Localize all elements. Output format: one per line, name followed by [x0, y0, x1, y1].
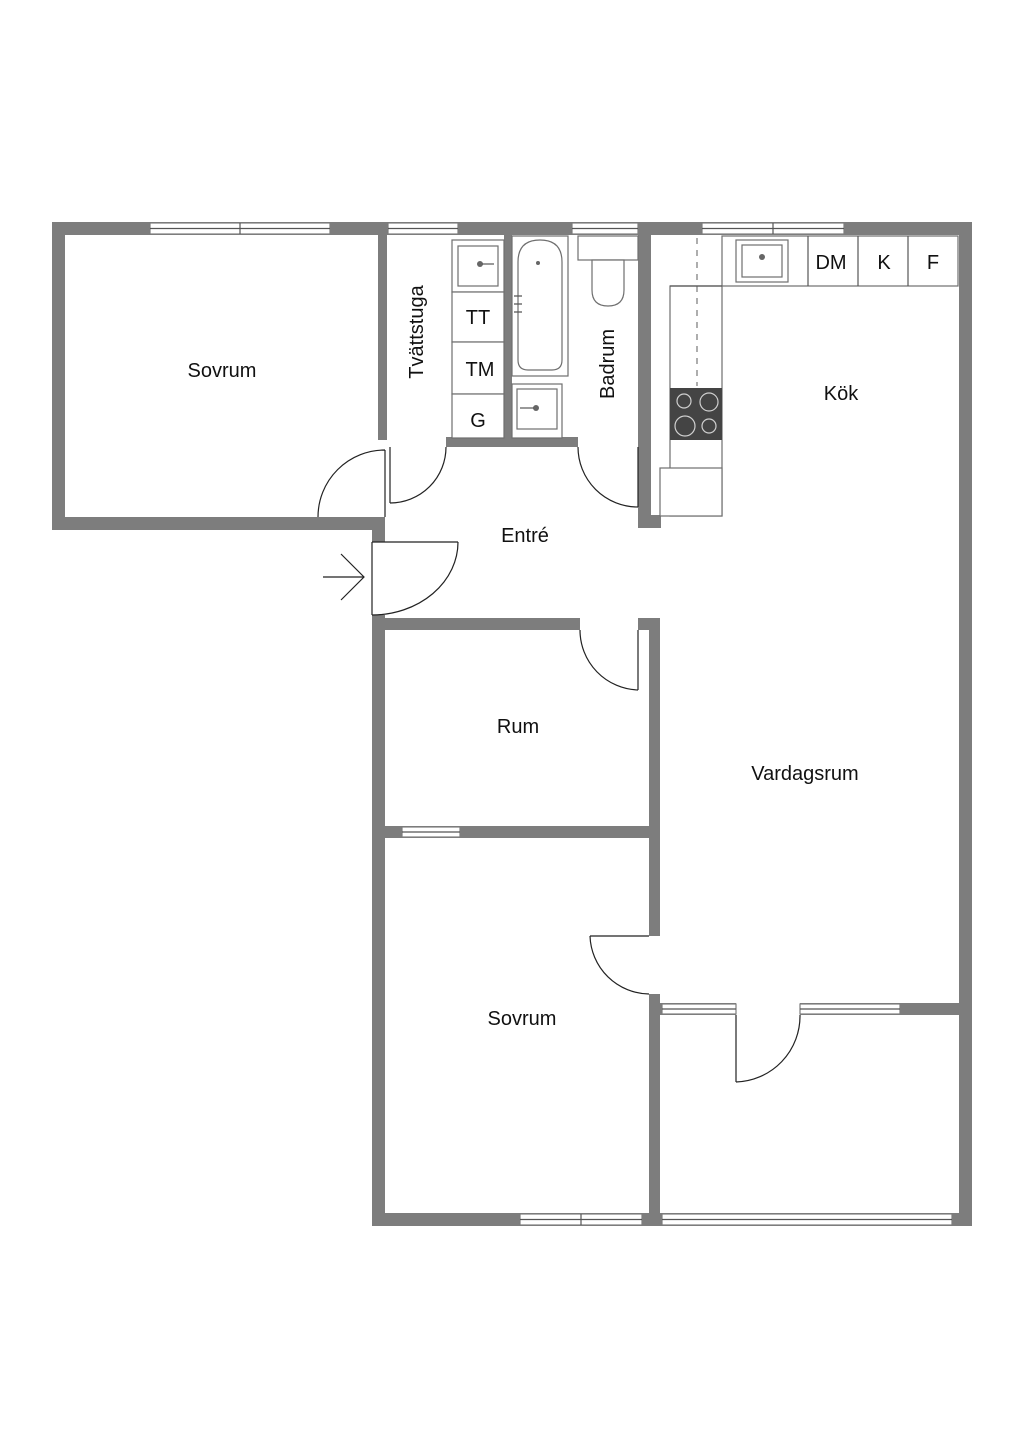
bathroom-fixtures — [511, 235, 639, 439]
room-label-tvattstuga: Tvättstuga — [406, 284, 428, 378]
laundry-fixtures — [451, 239, 505, 439]
door — [317, 449, 386, 518]
appliance-label-tt: TT — [466, 307, 490, 329]
windows — [149, 222, 953, 1226]
room-label-kok: Kök — [824, 383, 859, 405]
door — [589, 935, 650, 995]
appliance-label-tm: TM — [466, 359, 495, 381]
appliance-label-f: F — [927, 252, 939, 274]
appliance-label-k: K — [877, 252, 891, 274]
room-label-entre: Entré — [501, 525, 549, 547]
front-door — [371, 541, 459, 616]
room-label-sovrum-top: Sovrum — [188, 360, 257, 382]
kitchen-fixtures — [659, 235, 959, 517]
arrow-right-icon — [323, 553, 365, 601]
room-label-badrum: Badrum — [597, 329, 619, 399]
appliance-label-g: G — [470, 410, 486, 432]
room-label-rum: Rum — [497, 716, 539, 738]
room-label-vardagsrum: Vardagsrum — [751, 763, 858, 785]
door — [579, 629, 639, 691]
door — [735, 1014, 801, 1083]
door — [389, 446, 447, 504]
door — [577, 446, 639, 508]
room-label-sovrum-bottom: Sovrum — [488, 1008, 557, 1030]
doors — [317, 446, 801, 1083]
appliance-label-dm: DM — [815, 252, 846, 274]
